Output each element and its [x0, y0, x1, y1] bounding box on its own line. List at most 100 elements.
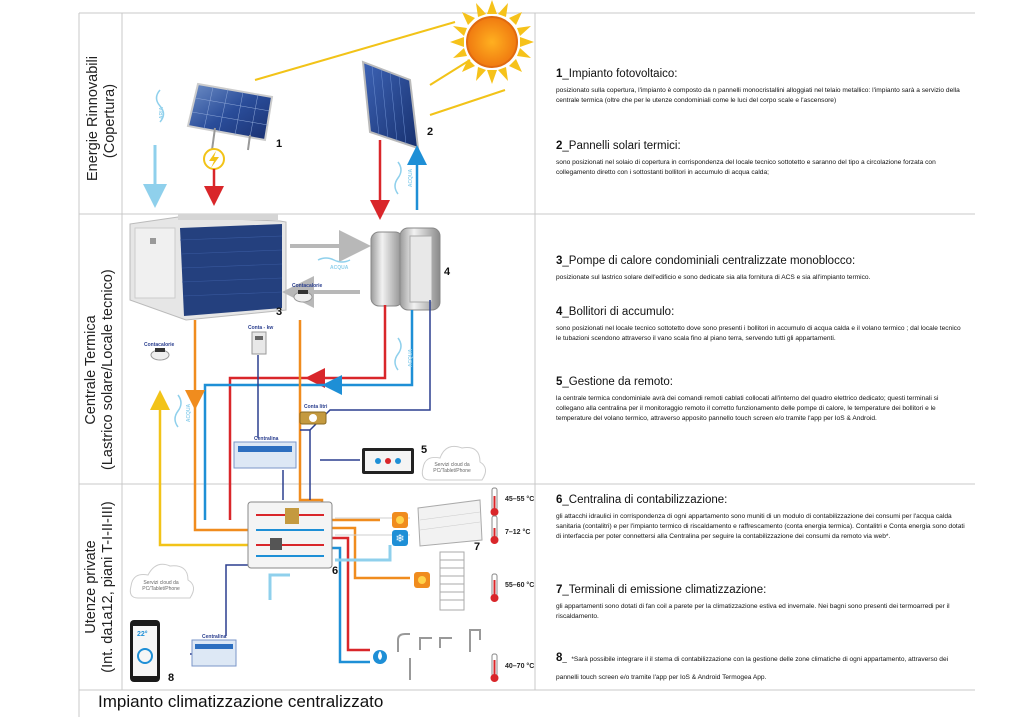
thermometer-icon-4 — [490, 653, 499, 682]
data-lines — [190, 300, 431, 655]
centralina-icon — [233, 441, 297, 469]
water-label: ACQUA — [186, 403, 193, 423]
solar-thermal-panel-icon — [361, 60, 420, 150]
callout-number: 5 — [421, 444, 428, 456]
description-2: 2_Pannelli solari termici: sono posizion… — [556, 140, 966, 178]
description-title: 4_Bollitori di accumulo: — [556, 306, 966, 318]
cloud-label: Servizi cloud da PC/Tablet/Phone — [433, 462, 471, 474]
phone-icon — [130, 620, 160, 682]
water-meter-icon — [299, 411, 327, 425]
fan-coil-icon — [417, 499, 483, 547]
callout-number: 1 — [276, 138, 283, 150]
description-heading: _Pompe di calore condominiali centralizz… — [562, 255, 856, 267]
description-title: 6_Centralina di contabilizzazione: — [556, 494, 966, 506]
description-heading: _Terminali di emissione climatizzazione: — [562, 584, 767, 596]
description-heading: _Impianto fotovoltaico: — [562, 68, 678, 80]
meter-icon-2 — [150, 348, 170, 361]
description-text: sono posizionati nel locale tecnico sott… — [556, 325, 961, 342]
description-heading: _Bollitori di accumulo: — [562, 306, 675, 318]
description-1: 1_Impianto fotovoltaico: posizionato sul… — [556, 68, 966, 106]
description-number: 3 — [556, 255, 563, 267]
section-label-users-line1: Utenze private — [83, 540, 99, 634]
callout-number: 8 — [168, 672, 175, 684]
description-text: *Sarà possibile integrare il il stema di… — [556, 656, 949, 681]
diagram-title: Impianto climatizzazione centralizzato — [98, 692, 384, 711]
centralina-icon-2 — [191, 639, 237, 667]
lightning-icon — [203, 148, 225, 170]
meter-icon — [293, 290, 313, 303]
sun-icon — [450, 0, 534, 84]
description-number: 8 — [556, 652, 563, 664]
grey-arrows — [282, 230, 371, 308]
thermometer-icon — [490, 487, 499, 516]
cloud-icon — [421, 445, 486, 481]
section-label-plant-line1: Centrale Termica — [83, 315, 99, 425]
section-label-users-line2: (Int. da1a12, piani T-I-II-III) — [100, 501, 116, 673]
temperature-label: 55–60 °C — [505, 582, 535, 589]
temperature-label: 40–70 °C — [505, 663, 535, 670]
callout-number: 7 — [474, 541, 481, 553]
cloud-label: Servizi cloud da PC/Tablet/Phone — [142, 580, 180, 592]
thermometer-icon-2 — [490, 515, 499, 544]
temperature-label: 45–55 °C — [505, 496, 535, 503]
description-title: 3_Pompe di calore condominiali centraliz… — [556, 255, 966, 267]
description-title: 1_Impianto fotovoltaico: — [556, 68, 966, 80]
callout-number: 3 — [276, 306, 283, 318]
air-label: ARIA — [159, 106, 166, 120]
description-heading: _ — [562, 654, 567, 663]
description-text: sono posizionati nel solaio di copertura… — [556, 159, 936, 176]
section-label-roof: Energie Rinnovabili (Copertura) — [85, 56, 119, 181]
manifold-box — [247, 501, 333, 569]
contacalorie-label: Contacalorie — [292, 283, 323, 289]
description-4: 4_Bollitori di accumulo: sono posizionat… — [556, 306, 966, 344]
description-number: 1 — [556, 68, 563, 80]
description-title: 7_Terminali di emissione climatizzazione… — [556, 584, 966, 596]
section-label-plant: Centrale Termica (Lastrico solare/Locale… — [83, 269, 117, 470]
water-label: ACQUA — [408, 168, 415, 188]
water-label: ACQUA — [408, 348, 415, 368]
storage-tanks — [370, 227, 441, 311]
tablet-icon — [362, 448, 414, 474]
water-wave-icon — [174, 161, 402, 428]
description-number: 7 — [556, 584, 563, 596]
description-3: 3_Pompe di calore condominiali centraliz… — [556, 255, 966, 283]
description-title: 8_ — [556, 652, 567, 664]
description-number: 6 — [556, 494, 563, 506]
heat-mode-icon-2 — [414, 572, 430, 588]
cool-mode-icon: ❄ — [392, 530, 408, 546]
sun-rays — [254, 21, 506, 116]
heat-pump-unit — [129, 214, 287, 321]
section-label-users: Utenze private (Int. da1a12, piani T-I-I… — [83, 487, 117, 687]
description-text: la centrale termica condominiale avrà de… — [556, 395, 939, 422]
temperature-label: 7–12 °C — [505, 529, 531, 536]
phone-temperature: 22° — [137, 631, 148, 638]
description-title: 5_Gestione da remoto: — [556, 376, 966, 388]
conta-litri-label: Conta litri — [304, 404, 328, 410]
air-lines — [143, 145, 392, 600]
conta-kw-icon — [251, 331, 267, 355]
cloud-icon-2 — [129, 563, 194, 599]
callout-number: 2 — [427, 126, 434, 138]
callout-number: 6 — [332, 565, 339, 577]
heat-mode-icon — [392, 512, 408, 528]
taps-icon — [397, 629, 481, 680]
description-title: 2_Pannelli solari termici: — [556, 140, 966, 152]
cold-lines — [203, 145, 427, 664]
water-label: ACQUA — [330, 265, 349, 271]
description-number: 5 — [556, 376, 563, 388]
description-text: posizionate sul lastrico solare dell'edi… — [556, 274, 871, 281]
contacalorie-label: Contacalorie — [144, 342, 175, 348]
description-heading: _Centralina di contabilizzazione: — [562, 494, 728, 506]
towel-radiator-icon — [439, 551, 465, 611]
description-text: gli appartamenti sono dotati di fan coil… — [556, 603, 950, 620]
description-text: posizionato sulla copertura, l'impianto … — [556, 87, 960, 104]
description-5: 5_Gestione da remoto: la centrale termic… — [556, 376, 966, 424]
centralina-label: Centralina — [254, 436, 279, 442]
description-heading: _Gestione da remoto: — [562, 376, 673, 388]
yellow-lines — [150, 390, 248, 547]
centralina-label: Centralina — [202, 634, 227, 640]
callout-number: 4 — [444, 266, 451, 278]
thermometer-icon-3 — [490, 573, 499, 602]
